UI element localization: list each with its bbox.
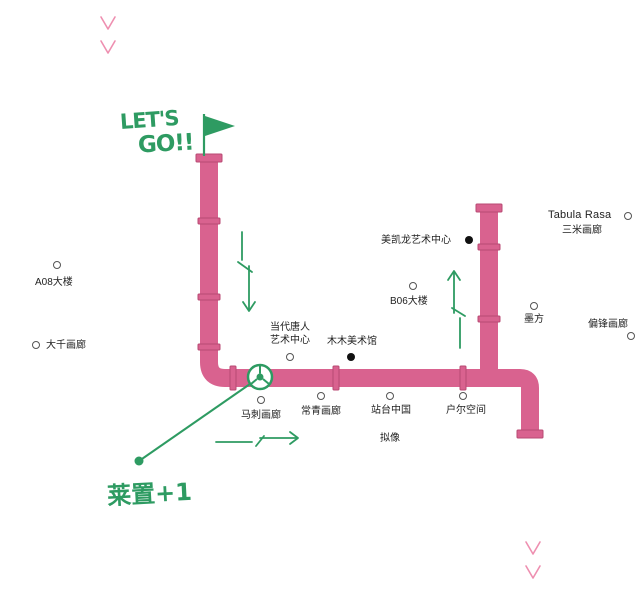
arrow-right-icon: [215, 431, 299, 447]
station-label-mofang: 墨方: [524, 314, 544, 325]
station-label-mumu: 木木美术馆: [327, 336, 377, 347]
station-label-pianfeng: 偏锋画廊: [588, 319, 628, 330]
station-dot-tabula: [624, 212, 632, 220]
chevron-decoration-top: [100, 16, 116, 54]
station-label-majia: 马刺画廊: [241, 410, 281, 421]
station-label-meikailong: 美凯龙艺术中心: [381, 235, 451, 246]
station-label-nixiang: 拟像: [380, 433, 400, 444]
annotation-text: 莱置+1: [106, 477, 193, 511]
pipe-route: [200, 158, 539, 432]
station-label-dangdai-line1: 当代唐人: [270, 322, 310, 333]
go-label: GO!!: [137, 129, 195, 159]
station-dot-pianfeng: [627, 332, 635, 340]
arrow-down-icon: [237, 231, 256, 312]
station-dot-huer: [459, 392, 467, 400]
chevron-decoration-bottom: [525, 541, 541, 579]
station-label-tabula: Tabula Rasa: [548, 209, 612, 221]
station-label-daqian: 大千画廊: [46, 340, 86, 351]
go-text: GO!!: [137, 130, 194, 159]
annotation-pointer: [134, 383, 251, 466]
pipe-joints: [195, 153, 544, 439]
station-label-dangdai: 当代唐人 艺术中心: [270, 321, 310, 347]
station-label-zhantai: 站台中国: [371, 405, 411, 416]
station-dot-a08: [53, 261, 61, 269]
start-wheel-icon: [246, 363, 274, 391]
station-dot-daqian: [32, 341, 40, 349]
flag-icon: [202, 114, 235, 156]
station-label-changqing: 常青画廊: [301, 406, 341, 417]
arrow-up-icon: [447, 270, 466, 349]
station-dot-mumu: [347, 353, 355, 361]
station-dots: [32, 212, 635, 404]
station-label-huer: 户尔空间: [446, 405, 486, 416]
station-dot-dangdai: [286, 353, 294, 361]
station-dot-zhantai: [386, 392, 394, 400]
station-dot-majia: [257, 396, 265, 404]
station-dot-b06: [409, 282, 417, 290]
station-label-a08: A08大楼: [35, 277, 73, 288]
station-label-sanmi: 三米画廊: [562, 225, 602, 236]
station-dots-filled: [347, 236, 473, 361]
station-label-b06: B06大楼: [390, 296, 428, 307]
station-label-dangdai-line2: 艺术中心: [270, 335, 310, 346]
station-dot-mofang: [530, 302, 538, 310]
station-dot-meikailong: [465, 236, 473, 244]
station-dot-changqing: [317, 392, 325, 400]
